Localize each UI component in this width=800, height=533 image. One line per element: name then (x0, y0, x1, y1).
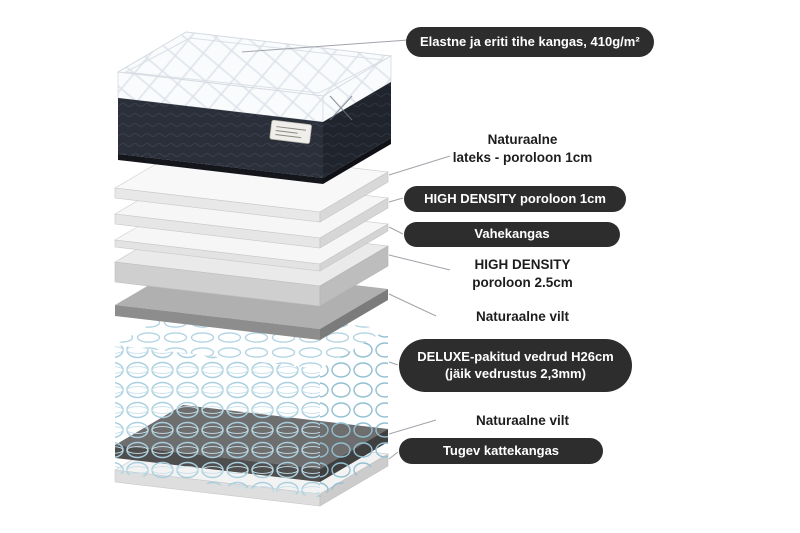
mattress-top-block (116, 31, 393, 184)
stitch-x-mark (329, 95, 353, 121)
label-felt-lower-text: Naturaalne vilt (475, 413, 570, 428)
label-pocket-springs-badge: DELUXE-pakitud vedrud H26cm (jäik vedrus… (399, 339, 632, 392)
layer-pocket-springs (115, 305, 388, 497)
label-latex-text: Naturaalne lateks - poroloon 1cm (452, 132, 593, 165)
mattress-illustration (114, 31, 393, 507)
label-interlayer-fabric-badge: Vahekangas (404, 222, 620, 247)
label-hd-foam-1cm-badge: HIGH DENSITY poroloon 1cm (404, 186, 626, 212)
label-hd-foam-2-5cm-text: HIGH DENSITY poroloon 2.5cm (472, 257, 573, 290)
label-cover-badge: Tugev kattekangas (399, 438, 603, 464)
label-felt-upper-text: Naturaalne vilt (475, 309, 570, 324)
mattress-brand-patch (269, 119, 312, 144)
label-fabric-badge: Elastne ja eriti tihe kangas, 410g/m² (406, 27, 654, 57)
